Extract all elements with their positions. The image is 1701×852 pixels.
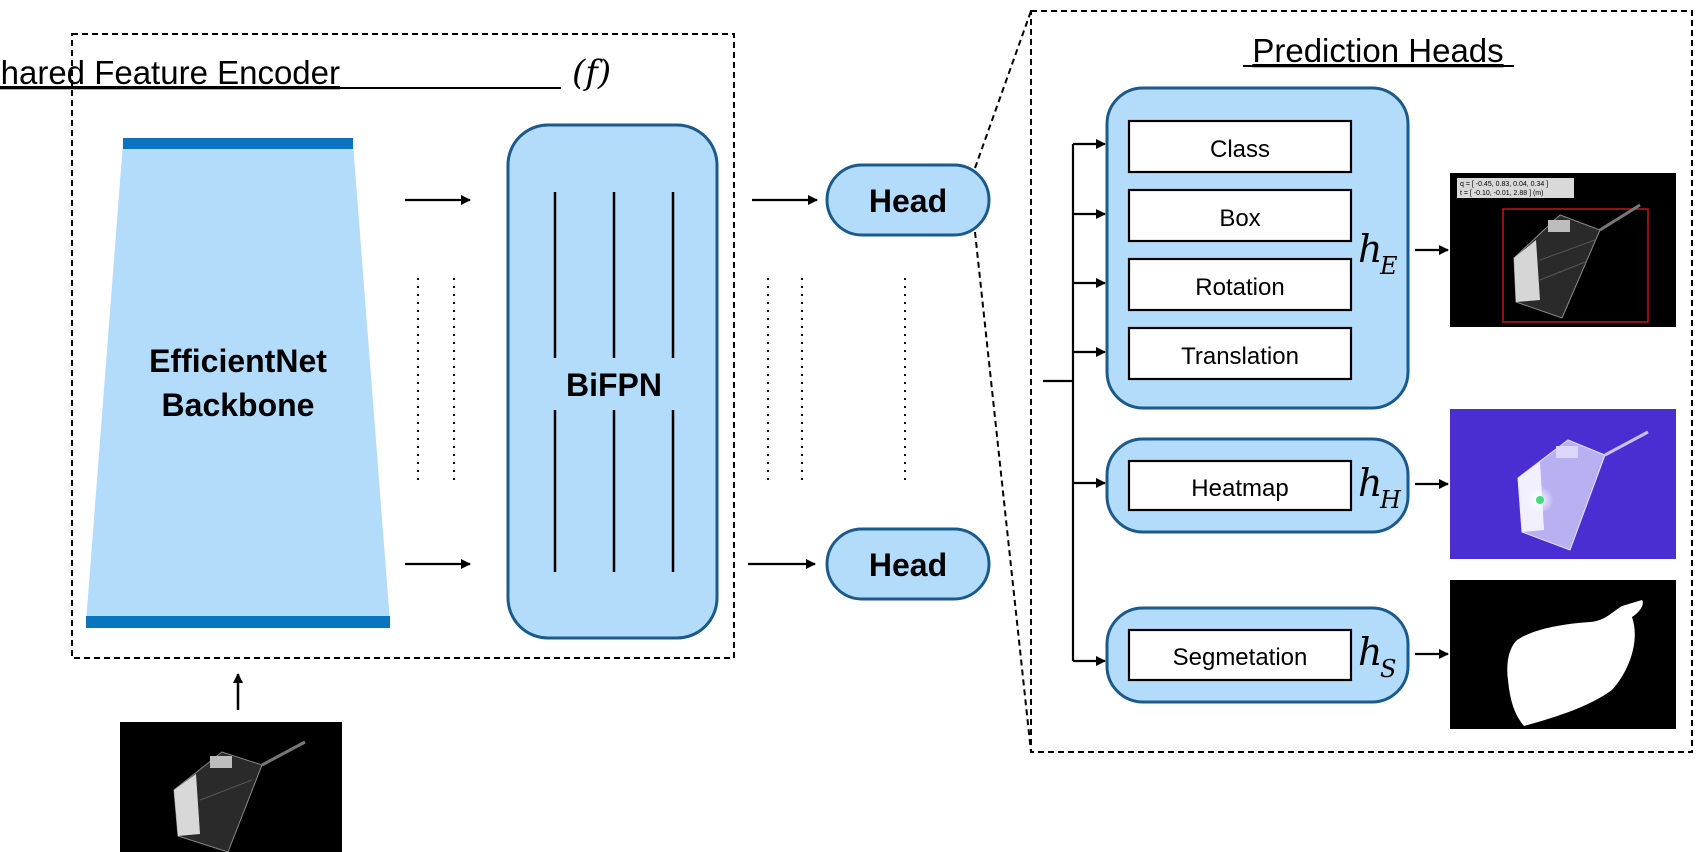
head-block-top (825, 163, 991, 237)
box-output-label: Box (1219, 205, 1260, 232)
segmentation-mask (1507, 600, 1643, 726)
class-output-label: Class (1210, 136, 1270, 163)
class-output-box (1127, 119, 1353, 174)
encoder-function-symbol: (f) (572, 53, 611, 93)
backbone-top-bar (123, 138, 353, 149)
pose-translation-text: t = [ -0.10, -0.01, 2.88 ] (m) (1460, 190, 1543, 197)
heatmap-symbol: h (1358, 461, 1382, 505)
efficientpose-symbol: h (1358, 227, 1382, 271)
segmentation-output-label: Segmetation (1173, 644, 1308, 671)
head-label-top: Head (869, 183, 947, 219)
prediction-frame (1030, 10, 1693, 753)
bifpn-label: BiFPN (566, 367, 662, 403)
bifpn-label-backdrop (548, 358, 680, 410)
segmentation-output-box (1127, 628, 1353, 682)
encoder-title: Shared Feature Encoder (0, 54, 340, 91)
box-output-box (1127, 188, 1353, 243)
zoom-line-upper (974, 10, 1032, 169)
segmentation-output-image (1450, 580, 1676, 729)
pose-output-image: q = [ -0.45, 0.83, 0.04, 0.34 ] t = [ -0… (1450, 173, 1676, 327)
encoder-frame (71, 33, 735, 659)
pose-quaternion-text: q = [ -0.45, 0.83, 0.04, 0.34 ] (1460, 181, 1548, 188)
satellite-silhouette (1513, 203, 1641, 319)
backbone-block (86, 143, 390, 622)
heatmap-output-label: Heatmap (1191, 475, 1288, 502)
segmentation-symbol-subscript: S (1380, 655, 1396, 683)
heatmap-output-image (1450, 409, 1676, 559)
heatmap-output-box (1127, 459, 1353, 512)
pose-bounding-box (1502, 208, 1649, 323)
prediction-title: Prediction Heads (1252, 32, 1503, 69)
translation-output-label: Translation (1181, 343, 1299, 370)
segmentation-symbol: h (1358, 630, 1382, 674)
head-block-bottom (825, 527, 991, 601)
efficientpose-symbol-subscript: E (1379, 252, 1398, 280)
backbone-bottom-bar (86, 616, 390, 628)
heatmap-keypoint (1536, 496, 1544, 504)
backbone-label-line1: EfficientNet (149, 343, 327, 379)
backbone-label-line2: Backbone (162, 387, 315, 423)
rotation-output-label: Rotation (1195, 274, 1284, 301)
head-label-bottom: Head (869, 547, 947, 583)
zoom-line-lower (974, 231, 1032, 753)
rotation-output-box (1127, 257, 1353, 312)
translation-output-box (1127, 326, 1353, 381)
input-image (120, 722, 342, 852)
heatmap-symbol-subscript: H (1379, 486, 1402, 514)
